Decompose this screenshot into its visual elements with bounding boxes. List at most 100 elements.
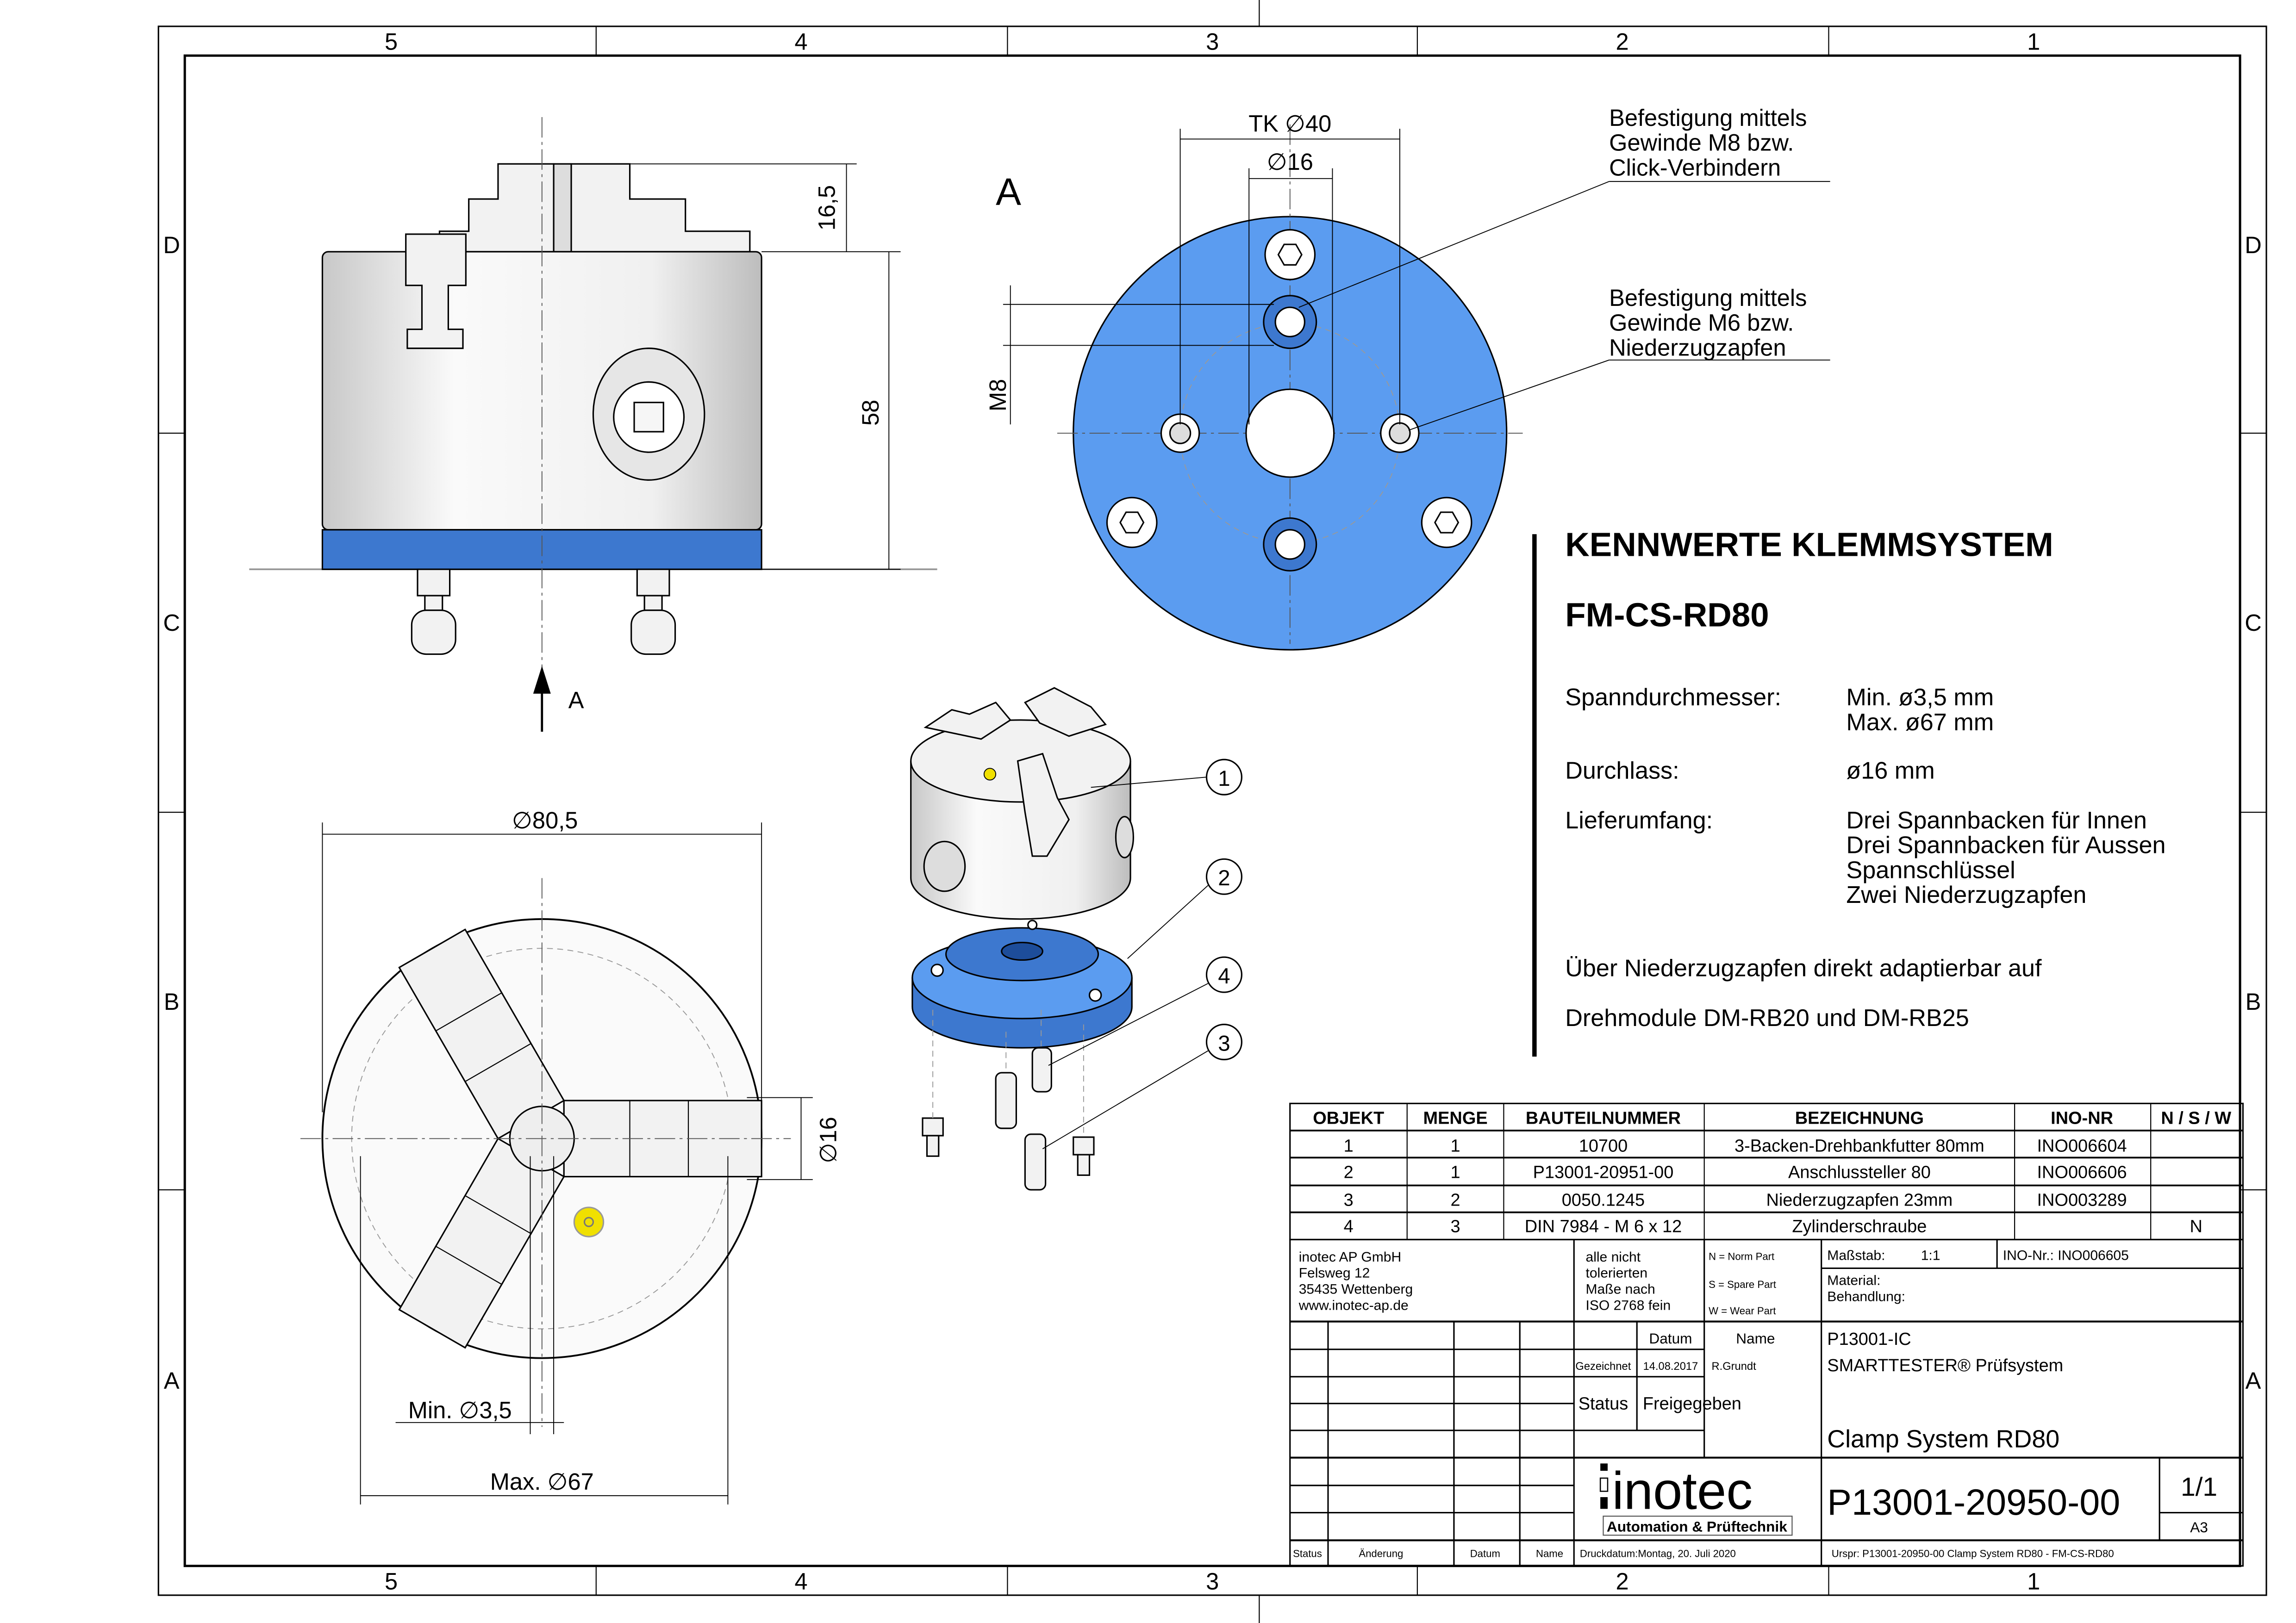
zone-col-label: 5: [385, 1568, 398, 1594]
specs-title: KENNWERTE KLEMMSYSTEM: [1565, 526, 2053, 564]
bom-cell: 2: [1344, 1163, 1354, 1182]
tolerance-line: Maße nach: [1586, 1281, 1655, 1297]
pull-stud-right: [630, 568, 676, 655]
project-number: P13001-IC: [1827, 1330, 1911, 1349]
zone-row-label: B: [2246, 989, 2261, 1015]
jaw-center: [553, 163, 572, 253]
scale-value: 1:1: [1921, 1248, 1940, 1263]
datum-header: Datum: [1649, 1330, 1692, 1347]
table-row: 3 2 0050.1245 Niederzugzapfen 23mm INO00…: [1344, 1191, 2127, 1210]
balloon-number: 3: [1218, 1032, 1230, 1056]
company-line: inotec AP GmbH: [1299, 1250, 1401, 1265]
part-type-legend: N = Norm Part: [1709, 1251, 1774, 1262]
bom-header: MENGE: [1423, 1109, 1488, 1128]
bom-cell: N: [2190, 1217, 2202, 1237]
title-block: inotec AP GmbH Felsweg 12 35435 Wettenbe…: [1289, 1238, 2244, 1567]
bom-cell: 2: [1451, 1191, 1460, 1210]
bom-cell: 10700: [1579, 1137, 1628, 1156]
note-m6-line: Niederzugzapfen: [1609, 334, 1786, 361]
spec-label: Lieferumfang:: [1565, 807, 1713, 834]
pull-stud: [1031, 1047, 1052, 1093]
view-arrow-icon: [533, 665, 551, 732]
status-label: Status: [1578, 1394, 1628, 1413]
specs-model: FM-CS-RD80: [1565, 596, 1769, 634]
zone-row-label: C: [163, 609, 180, 636]
pull-stud: [995, 1072, 1017, 1129]
dim-max: Max. ∅67: [490, 1468, 594, 1495]
spec-note: Über Niederzugzapfen direkt adaptierbar …: [1565, 955, 2042, 982]
print-date: Druckdatum:Montag, 20. Juli 2020: [1580, 1548, 1736, 1560]
bom-cell: DIN 7984 - M 6 x 12: [1525, 1217, 1682, 1237]
table-row: 1 1 10700 3-Backen-Drehbankfutter 80mm I…: [1344, 1137, 2127, 1156]
zone-row-label: A: [2246, 1368, 2261, 1394]
bom-header-row: OBJEKT MENGE BAUTEILNUMMER BEZEICHNUNG I…: [1313, 1109, 2231, 1128]
dim-thread: M8: [985, 379, 1011, 411]
dim-min: Min. ∅3,5: [408, 1397, 512, 1423]
bom-cell: Anschlussteller 80: [1788, 1163, 1931, 1182]
scale-label: Maßstab:: [1827, 1248, 1885, 1263]
zone-row-label: C: [2245, 609, 2262, 636]
hex-screw-icon: [1106, 497, 1158, 548]
logo-text: inotec: [1612, 1461, 1753, 1520]
bom-cell: 4: [1344, 1217, 1354, 1237]
hex-screw-icon: [1421, 497, 1472, 548]
bom-header: BEZEICHNUNG: [1795, 1109, 1924, 1128]
tolerance-line: ISO 2768 fein: [1586, 1298, 1671, 1313]
status-value: Freigegeben: [1643, 1394, 1741, 1413]
revision-header: Datum: [1470, 1548, 1500, 1560]
zone-col-label: 3: [1206, 29, 1219, 55]
view-arrow-label: A: [568, 687, 584, 714]
screw: [922, 1117, 944, 1157]
inotec-logo: inotec Automation & Prüftechnik: [1599, 1461, 1793, 1536]
zone-row-label: B: [164, 989, 180, 1015]
revision-header: Änderung: [1359, 1548, 1403, 1560]
system-name: SMARTTESTER® Prüfsystem: [1827, 1356, 2063, 1375]
paper-format: A3: [2190, 1519, 2208, 1536]
m8-hole: [1263, 295, 1317, 349]
bom-cell: INO003289: [2037, 1191, 2127, 1210]
bom-cell: INO006606: [2037, 1163, 2127, 1182]
note-m6-line: Befestigung mittels: [1609, 285, 1807, 311]
spec-value: Drei Spannbacken für Aussen: [1846, 832, 2165, 859]
bom-cell: Niederzugzapfen 23mm: [1766, 1191, 1953, 1210]
spec-value: Zwei Niederzugzapfen: [1846, 882, 2086, 908]
spec-value: Drei Spannbacken für Innen: [1846, 807, 2146, 834]
company-line: 35435 Wettenberg: [1299, 1281, 1413, 1297]
drawing-number: P13001-20950-00: [1827, 1481, 2120, 1523]
treatment-label: Behandlung:: [1827, 1289, 1905, 1304]
balloon-icon: [1205, 858, 1242, 895]
drawn-date: 14.08.2017: [1643, 1361, 1698, 1373]
table-row: 2 1 P13001-20951-00 Anschlussteller 80 I…: [1344, 1163, 2127, 1182]
zone-col-label: 3: [1206, 1568, 1219, 1594]
pull-stud-left: [411, 568, 456, 655]
dim-outer: ∅80,5: [512, 807, 578, 833]
dim-pitch-circle: TK ∅40: [1248, 111, 1331, 137]
bom-header: OBJEKT: [1313, 1109, 1384, 1128]
balloon-number: 4: [1218, 964, 1230, 989]
spec-label: Spanndurchmesser:: [1565, 684, 1781, 711]
bom-header: BAUTEILNUMMER: [1526, 1109, 1681, 1128]
bom-cell: 1: [1451, 1137, 1460, 1156]
part-type-legend: W = Wear Part: [1709, 1305, 1776, 1317]
top-view: A TK ∅40 ∅16 M8 Befestigung mittels Gewi…: [985, 105, 1830, 651]
hex-screw-icon: [1264, 229, 1316, 280]
table-row: 4 3 DIN 7984 - M 6 x 12 Zylinderschraube…: [1344, 1217, 2202, 1237]
bom-cell: 1: [1344, 1137, 1354, 1156]
bom-cell: 0050.1245: [1562, 1191, 1645, 1210]
bom-header: N / S / W: [2161, 1109, 2231, 1128]
dim-jaw-height: 16,5: [813, 185, 840, 230]
t-slot: [405, 233, 467, 349]
spec-value: Min. ø3,5 mm: [1846, 684, 1994, 711]
bom-cell: 3-Backen-Drehbankfutter 80mm: [1734, 1137, 1984, 1156]
sheet-frame: 5 4 3 2 1 5 4 3 2 1 D C B A D C B A: [157, 0, 2267, 1623]
balloon-icon: [1205, 1024, 1242, 1061]
company-website-link[interactable]: www.inotec-ap.de: [1298, 1298, 1409, 1313]
balloon-icon: [1205, 759, 1242, 796]
pull-stud: [1024, 1133, 1047, 1191]
spec-value: Max. ø67 mm: [1846, 709, 1994, 736]
zone-col-label: 4: [794, 29, 807, 55]
dim-height: 58: [857, 400, 884, 426]
bom-cell: Zylinderschraube: [1792, 1217, 1927, 1237]
revision-header: Status: [1293, 1548, 1322, 1560]
